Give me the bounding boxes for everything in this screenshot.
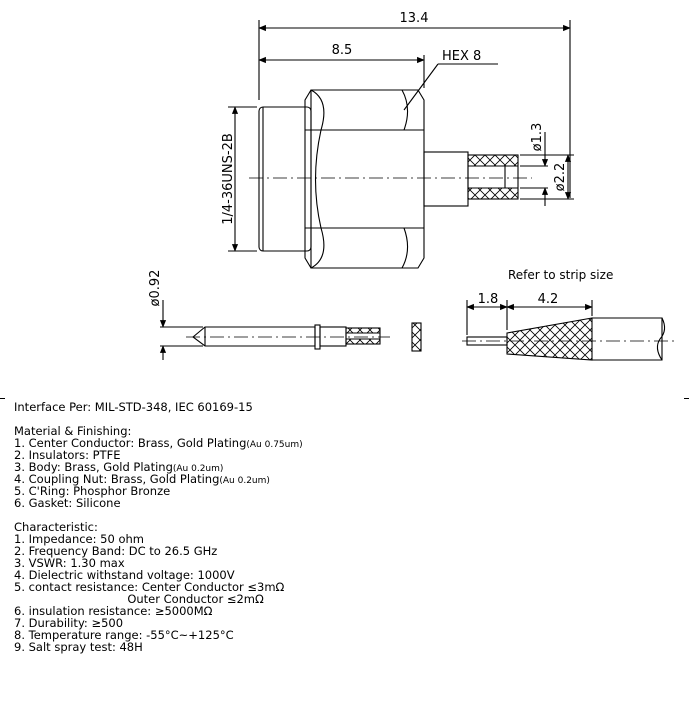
char-item: 1. Impedance: 50 ohm	[14, 532, 144, 546]
hex-label: HEX 8	[442, 49, 481, 64]
material-item: 6. Gasket: Silicone	[14, 496, 121, 510]
material-item: 4. Coupling Nut: Brass, Gold Plating(Au …	[14, 472, 270, 486]
strip-a-label: 1.8	[478, 292, 499, 307]
char-item: 7. Durability: ≥500	[14, 616, 124, 630]
char-item: 9. Salt spray test: 48H	[14, 640, 143, 654]
divider-right-mark	[684, 398, 689, 399]
char-item: 8. Temperature range: -55°C~+125°C	[14, 628, 234, 642]
strip-b-label: 4.2	[538, 292, 559, 307]
cable-strip	[466, 317, 666, 361]
dia-bore-label: ø2.2	[553, 163, 568, 192]
dim-overall-label: 13.4	[400, 11, 429, 26]
char-title: Characteristic:	[14, 520, 98, 534]
material-item: 1. Center Conductor: Brass, Gold Plating…	[14, 436, 303, 450]
material-title: Material & Finishing:	[14, 424, 132, 438]
char-item: 2. Frequency Band: DC to 26.5 GHz	[14, 544, 218, 558]
dia-contact-label: ø0.92	[148, 270, 163, 307]
c-ring	[411, 322, 422, 352]
material-item: 3. Body: Brass, Gold Plating(Au 0.2um)	[14, 460, 224, 474]
connector-body	[258, 89, 519, 269]
material-item: 5. C'Ring: Phosphor Bronze	[14, 484, 171, 498]
char-item: 3. VSWR: 1.30 max	[14, 556, 125, 570]
spec-text: Interface Per: MIL-STD-348, IEC 60169-15…	[14, 401, 674, 653]
interface-line: Interface Per: MIL-STD-348, IEC 60169-15	[14, 400, 253, 414]
divider-left-mark	[0, 398, 5, 399]
char-item: 5. contact resistance: Center Conductor …	[14, 580, 285, 594]
thread-label: 1/4-36UNS-2B	[221, 133, 236, 225]
char-item: Outer Conductor ≤2mΩ	[14, 592, 264, 606]
material-item: 2. Insulators: PTFE	[14, 448, 121, 462]
strip-note: Refer to strip size	[508, 268, 613, 282]
char-item: 4. Dielectric withstand voltage: 1000V	[14, 568, 235, 582]
char-item: 6. insulation resistance: ≥5000MΩ	[14, 604, 213, 618]
connector-drawing: 13.4 8.5 HEX 8 1/4-36UNS-2B ø1.3 ø2.2 ø0…	[148, 11, 675, 361]
dia-pin-label: ø1.3	[530, 123, 545, 152]
dim-body-label: 8.5	[332, 43, 353, 58]
